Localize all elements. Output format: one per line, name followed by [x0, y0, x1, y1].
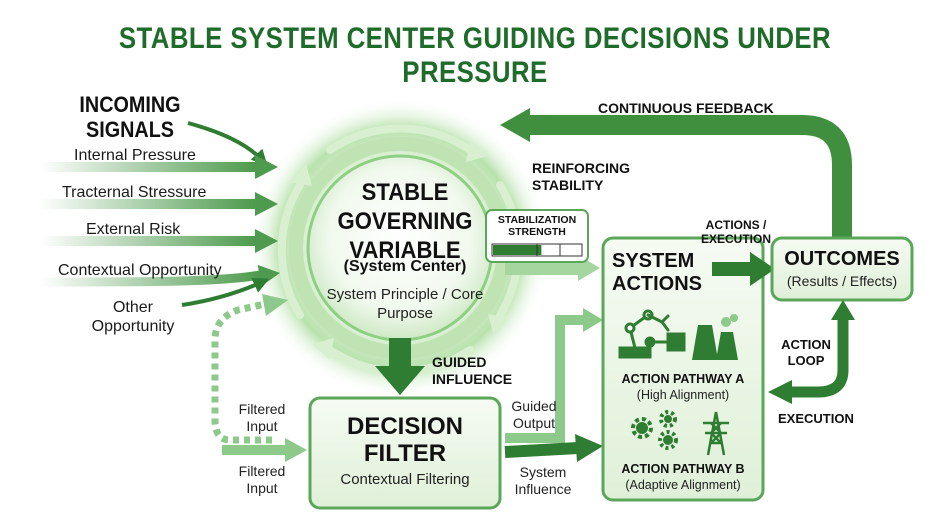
page-title: STABLE SYSTEM CENTER GUIDING DECISIONS U…	[118, 22, 832, 89]
guided-output-arrow	[505, 308, 603, 443]
system-actions-box	[601, 236, 765, 502]
center-subtitle: (System Center)	[343, 258, 467, 275]
execution-label: EXECUTION	[778, 411, 854, 426]
outcomes-subtitle: (Results / Effects)	[786, 273, 898, 289]
power-plant-icon	[692, 314, 738, 360]
stabilization-strength-label: STABILIZATION STRENGTH	[497, 214, 577, 238]
stabilization-level-fill	[493, 245, 542, 255]
signal-label: Tracternal Stressure	[62, 184, 207, 201]
center-description: System Principle / Core Purpose	[326, 286, 484, 322]
filtered-input-loop	[211, 294, 288, 444]
continuous-feedback-arrow	[500, 108, 852, 250]
pathway-b-subtitle: (Adaptive Alignment)	[625, 478, 741, 492]
signal-label: Internal Pressure	[74, 147, 196, 164]
pathway-b-title: ACTION PATHWAY B	[621, 462, 745, 476]
outcomes-box	[770, 236, 914, 302]
gears-icon	[631, 410, 678, 450]
guided-influence-arrow	[375, 338, 425, 395]
filtered-input-top-label: Filtered Input	[238, 401, 286, 434]
filtered-input-arrow	[222, 438, 307, 462]
decision-filter-subtitle: Contextual Filtering	[340, 471, 470, 488]
signal-arrows	[39, 121, 280, 307]
system-influence-label: System Influence	[514, 464, 572, 497]
pathway-a-title: ACTION PATHWAY A	[621, 372, 745, 386]
signal-label: Contextual Opportunity	[58, 262, 222, 279]
outcomes-title: OUTCOMES	[784, 248, 900, 270]
reinforcing-stability-label: REINFORCING STABILITY	[532, 160, 630, 193]
guided-output-label: Guided Output	[511, 398, 557, 431]
transmission-tower-icon	[703, 411, 729, 456]
action-loop-arrow	[768, 300, 855, 404]
incoming-signals-heading: INCOMING SIGNALS	[79, 92, 181, 142]
decision-filter-box	[308, 396, 502, 510]
continuous-feedback-label: CONTINUOUS FEEDBACK	[598, 100, 774, 116]
actions-execution-label: ACTIONS / EXECUTION	[700, 218, 771, 246]
system-influence-arrow	[504, 434, 603, 462]
guided-influence-label: GUIDED INFLUENCE	[432, 354, 513, 387]
center-title: STABLE GOVERNING VARIABLE	[337, 179, 473, 264]
signal-label: Other Opportunity	[91, 299, 175, 335]
pathway-a-subtitle: (High Alignment)	[636, 388, 730, 402]
robotic-arm-icon	[618, 309, 686, 359]
system-actions-title: SYSTEM ACTIONS	[612, 250, 702, 295]
action-loop-label: ACTION LOOP	[781, 337, 831, 368]
actions-to-outcomes-arrow	[712, 252, 775, 286]
signal-label: External Risk	[86, 221, 181, 238]
filtered-input-bottom-label: Filtered Input	[238, 463, 286, 496]
decision-filter-title: DECISION FILTER	[346, 413, 463, 467]
ring-arrowheads	[290, 140, 510, 360]
